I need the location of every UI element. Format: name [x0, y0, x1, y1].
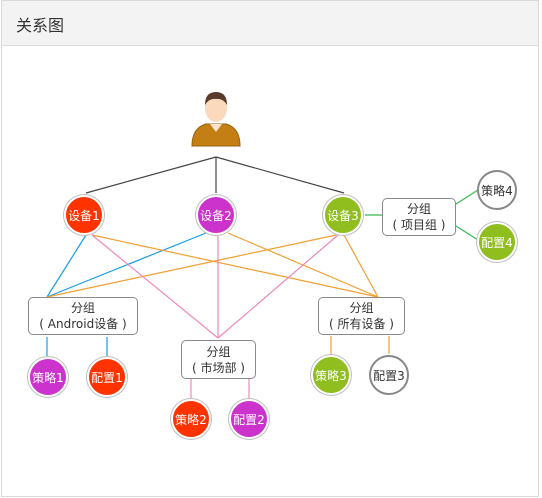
edge-device3-market — [217, 234, 339, 339]
group-project[interactable]: 分组 ( 项目组 ) — [382, 198, 456, 236]
group-subtitle: ( 项目组 ) — [392, 218, 446, 232]
config-node-3[interactable]: 配置3 — [369, 355, 409, 395]
panel-header: 关系图 — [2, 1, 538, 46]
group-subtitle: ( 所有设备 ) — [329, 317, 394, 331]
group-market[interactable]: 分组 ( 市场部 ) — [181, 340, 256, 379]
leaf-label: 策略3 — [315, 368, 347, 383]
leaf-label: 配置4 — [481, 235, 513, 250]
edge-device1-android — [46, 234, 87, 298]
group-title: 分组 — [206, 344, 231, 359]
leaf-label: 策略2 — [175, 412, 207, 427]
edge-device1-all — [91, 234, 379, 298]
group-title: 分组 — [406, 202, 431, 216]
config-node-1[interactable]: 配置1 — [87, 357, 127, 397]
edge-device1-market — [91, 234, 219, 339]
edge-device2-android — [46, 232, 207, 298]
edge-project-strategy4 — [455, 189, 479, 205]
leaf-label: 配置3 — [373, 368, 405, 383]
config-node-4[interactable]: 配置4 — [477, 222, 517, 262]
device-label: 设备2 — [200, 208, 232, 223]
group-subtitle: ( Android设备 ) — [39, 317, 127, 331]
leaf-label: 策略1 — [32, 370, 64, 385]
group-all-devices[interactable]: 分组 ( 所有设备 ) — [318, 297, 405, 335]
device-label: 设备3 — [327, 208, 359, 223]
edge-user-device1 — [85, 156, 217, 194]
strategy-node-4[interactable]: 策略4 — [477, 170, 517, 210]
config-node-2[interactable]: 配置2 — [229, 399, 269, 439]
strategy-node-2[interactable]: 策略2 — [171, 399, 211, 439]
device-node-1[interactable]: 设备1 — [64, 195, 104, 235]
group-subtitle: ( 市场部 ) — [192, 360, 245, 375]
device-label: 设备1 — [68, 208, 100, 223]
edge-project-config4 — [455, 225, 479, 241]
user-avatar-icon — [191, 92, 241, 147]
leaf-label: 策略4 — [481, 183, 513, 198]
edge-device3-all — [343, 234, 379, 298]
device-node-2[interactable]: 设备2 — [196, 195, 236, 235]
group-title: 分组 — [70, 301, 95, 315]
leaf-label: 配置1 — [91, 370, 123, 385]
edge-device3-android — [46, 234, 337, 298]
strategy-node-3[interactable]: 策略3 — [311, 355, 351, 395]
device-node-3[interactable]: 设备3 — [323, 195, 363, 235]
group-android[interactable]: 分组 ( Android设备 ) — [28, 297, 138, 335]
group-title: 分组 — [349, 301, 374, 315]
leaf-label: 配置2 — [233, 412, 265, 427]
panel-title: 关系图 — [16, 16, 65, 35]
edge-user-device3 — [215, 156, 345, 194]
strategy-node-1[interactable]: 策略1 — [28, 357, 68, 397]
